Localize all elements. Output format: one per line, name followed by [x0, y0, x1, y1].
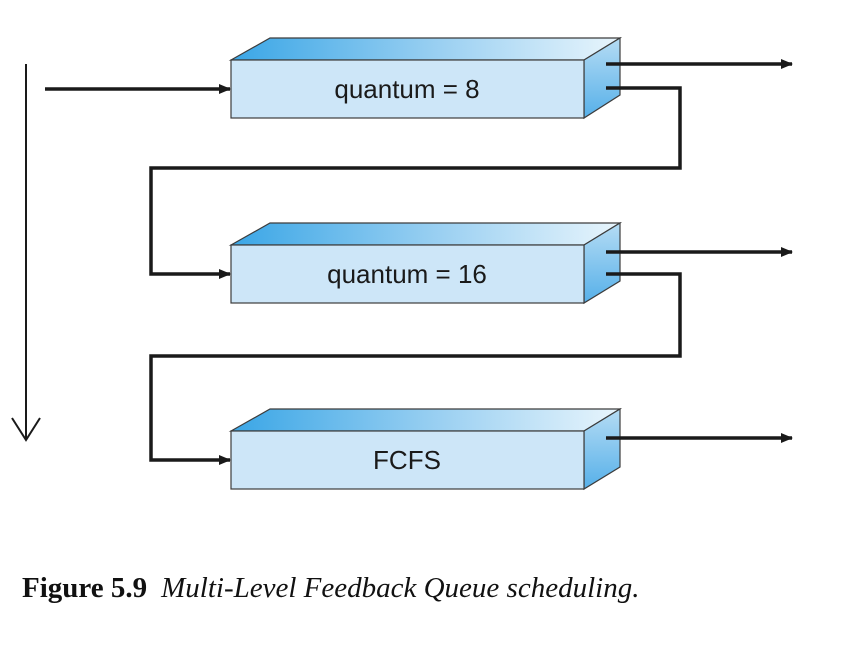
figure-caption: Figure 5.9 Multi-Level Feedback Queue sch… [22, 572, 639, 605]
figure-caption-text: Multi-Level Feedback Queue scheduling. [161, 572, 640, 604]
feedback-arrow-1-to-2 [149, 86, 682, 279]
queue-box-2: quantum = 16 [228, 221, 623, 305]
queue-label-3: FCFS [373, 445, 441, 475]
queue-box-1: quantum = 8 [228, 36, 623, 120]
priority-arrow [11, 64, 41, 442]
queue-label-1: quantum = 8 [334, 74, 479, 104]
queue-label-2: quantum = 16 [327, 259, 487, 289]
feedback-arrow-2-to-3 [149, 272, 682, 465]
figure-number: Figure 5.9 [22, 572, 148, 604]
queue-box-3: FCFS [228, 407, 623, 491]
